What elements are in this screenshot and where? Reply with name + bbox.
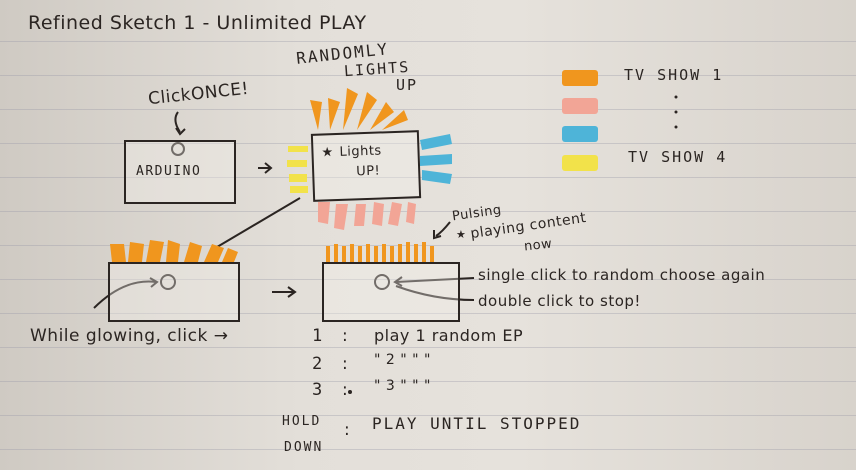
pulsing-box: [322, 262, 460, 322]
lights-up-text-1: Lights: [339, 143, 382, 160]
hold-text: PLAY UNTIL STOPPED: [372, 414, 582, 433]
rule-sep-1: :: [342, 326, 349, 346]
down-label: DOWN: [284, 440, 324, 455]
while-glowing-label: While glowing, click →: [30, 326, 229, 346]
legend-label-tv-show-1: TV SHOW 1: [624, 66, 724, 84]
lights-up-box: ★ Lights UP!: [310, 130, 422, 202]
arrow-between-boxes: [272, 286, 297, 298]
legend-swatch-blue: [562, 126, 598, 142]
star-icon: ★: [321, 145, 334, 161]
lights-up-text-2: UP!: [355, 163, 381, 180]
blue-glow-right: [420, 134, 452, 184]
rule-key-3: 3: [312, 380, 325, 400]
connector-line: [211, 197, 301, 251]
now-label: now: [523, 236, 554, 255]
rule-key-2: 2: [312, 354, 325, 374]
hold-sep: :: [344, 420, 351, 440]
rule-text-1: play 1 random EP: [374, 326, 524, 345]
legend-swatch-orange: [562, 70, 598, 86]
click-arrow: [174, 111, 181, 133]
arduino-label: ARDUINO: [136, 164, 202, 179]
legend-swatch-pink: [562, 98, 598, 114]
glowing-box: [108, 262, 240, 322]
orange-glow-left-box: [110, 240, 238, 262]
legend-label-tv-show-4: TV SHOW 4: [628, 148, 728, 166]
rule-sep-3: :: [342, 380, 349, 400]
hold-label: HOLD: [282, 414, 322, 429]
arrow-to-lights: [258, 162, 273, 174]
legend-swatch-yellow: [562, 155, 598, 171]
orange-pulse-right-box: [326, 242, 434, 262]
orange-glow-top: [310, 88, 408, 130]
up-label: UP: [396, 76, 419, 94]
single-click-note: single click to random choose again: [478, 266, 766, 284]
rule-text-3: " 3 " " ": [374, 378, 431, 394]
double-click-note: double click to stop!: [478, 292, 641, 310]
rule-sep-2: :: [342, 354, 349, 374]
rule-text-2: " 2 " " ": [374, 352, 431, 368]
rule-key-1: 1: [312, 326, 325, 346]
pulsing-arrow: [435, 221, 451, 237]
sketch-title: Refined Sketch 1 - Unlimited PLAY: [28, 12, 367, 34]
click-once-label: ClickONCE!: [147, 78, 250, 110]
yellow-glow-left: [287, 146, 308, 193]
pink-glow-bottom: [318, 202, 416, 230]
pulsing-label: Pulsing: [451, 202, 503, 225]
arduino-box: ARDUINO: [124, 140, 236, 204]
pulsing-star-icon: ★: [456, 228, 467, 241]
